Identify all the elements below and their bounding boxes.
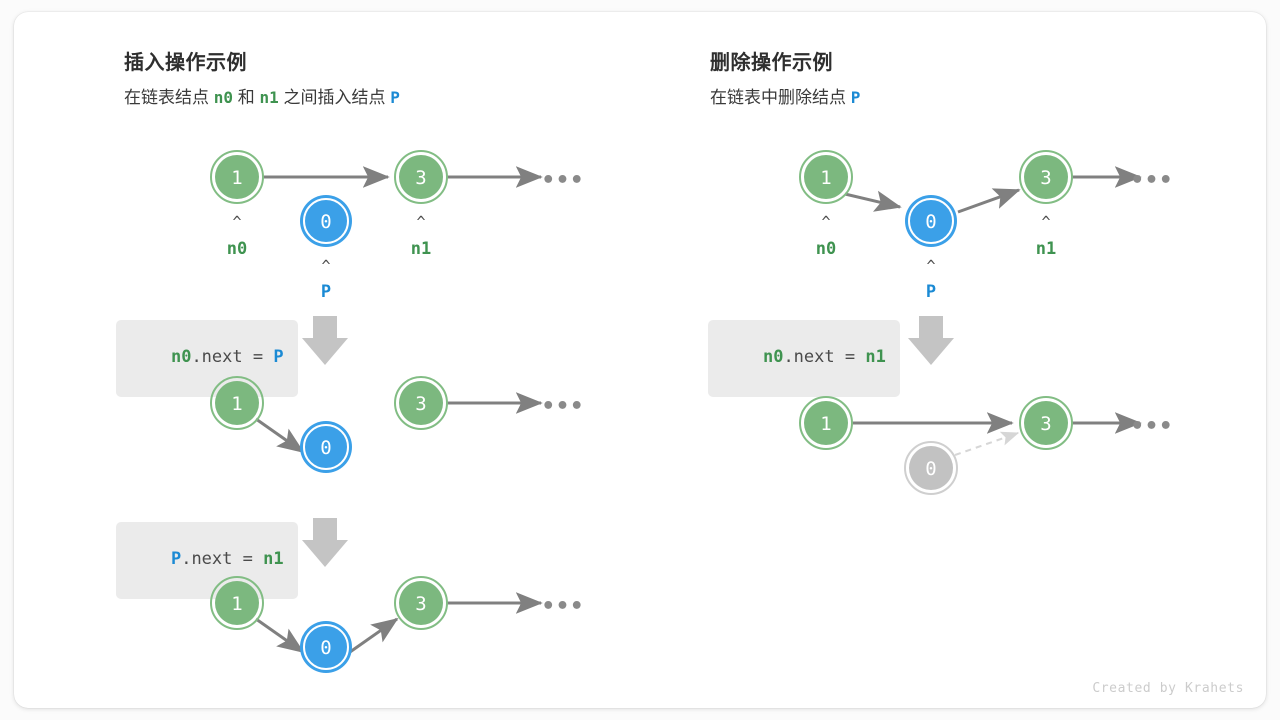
insert-panel-subtitle: 在链表结点 n0 和 n1 之间插入结点 P	[124, 83, 400, 108]
subtitle-part: 之间插入结点	[283, 88, 386, 107]
subtitle-token-n1: n1	[259, 88, 279, 107]
subtitle-token-n0: n0	[213, 88, 233, 107]
subtitle-part: 和	[237, 88, 255, 107]
delete-panel-title: 删除操作示例	[710, 52, 833, 74]
code-token-next: .next =	[783, 347, 866, 368]
credit-text: Created by Krahets	[1092, 681, 1244, 696]
subtitle-token-p: P	[390, 88, 400, 107]
delete-panel-subtitle: 在链表中删除结点 P	[710, 83, 860, 108]
insert-code-step-2: P.next = n1	[116, 522, 298, 599]
subtitle-token-p: P	[850, 88, 861, 107]
insert-panel-title: 插入操作示例	[124, 52, 247, 74]
subtitle-part: 在链表中删除结点	[710, 88, 846, 107]
code-token-n1: n1	[263, 549, 284, 570]
code-token-p: P	[170, 549, 182, 570]
subtitle-part: 在链表结点	[124, 88, 209, 107]
code-token-n0: n0	[170, 347, 192, 368]
insert-code-step-1: n0.next = P	[116, 320, 298, 397]
code-token-n0: n0	[762, 347, 784, 368]
code-token-next: .next =	[181, 549, 264, 570]
code-token-p: P	[273, 347, 284, 368]
delete-code-step-1: n0.next = n1	[708, 320, 900, 397]
code-token-next: .next =	[191, 347, 274, 368]
code-token-n1: n1	[865, 347, 886, 368]
